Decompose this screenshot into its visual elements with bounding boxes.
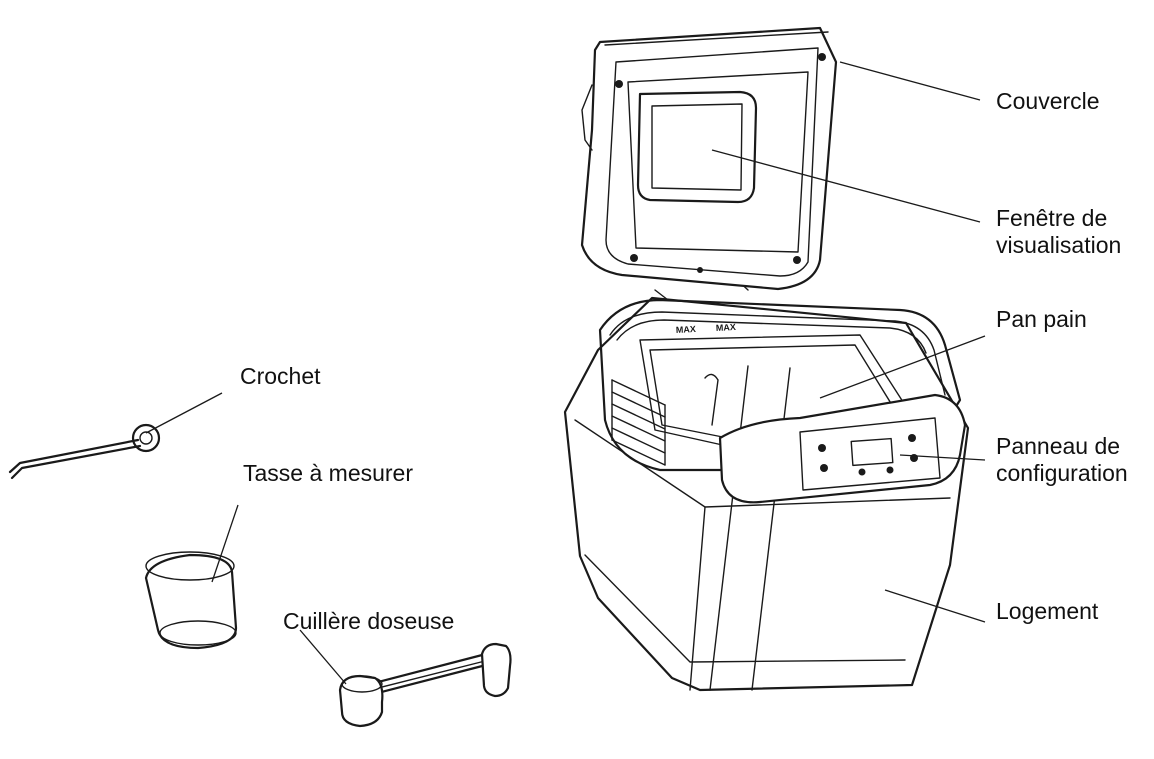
label-couvercle: Couvercle bbox=[996, 88, 1100, 114]
svg-text:MAX: MAX bbox=[676, 324, 696, 335]
label-panneau-line2: configuration bbox=[996, 460, 1128, 486]
label-crochet: Crochet bbox=[240, 363, 321, 389]
leader-lines bbox=[145, 61, 986, 685]
lid bbox=[580, 26, 838, 291]
svg-text:MAX: MAX bbox=[716, 322, 736, 333]
control-panel bbox=[718, 393, 967, 504]
measuring-cup bbox=[144, 551, 238, 650]
label-cuillere: Cuillère doseuse bbox=[283, 608, 455, 634]
label-logement: Logement bbox=[996, 598, 1099, 624]
label-pan-pain: Pan pain bbox=[996, 306, 1087, 332]
label-panneau-line1: Panneau de bbox=[996, 433, 1121, 459]
label-tasse: Tasse à mesurer bbox=[243, 460, 414, 486]
label-fenetre-line1: Fenêtre de bbox=[996, 205, 1108, 231]
side-vents bbox=[611, 379, 666, 466]
measuring-spoon bbox=[338, 642, 512, 728]
label-fenetre-line2: visualisation bbox=[996, 232, 1122, 258]
kneading-hook bbox=[8, 423, 161, 480]
